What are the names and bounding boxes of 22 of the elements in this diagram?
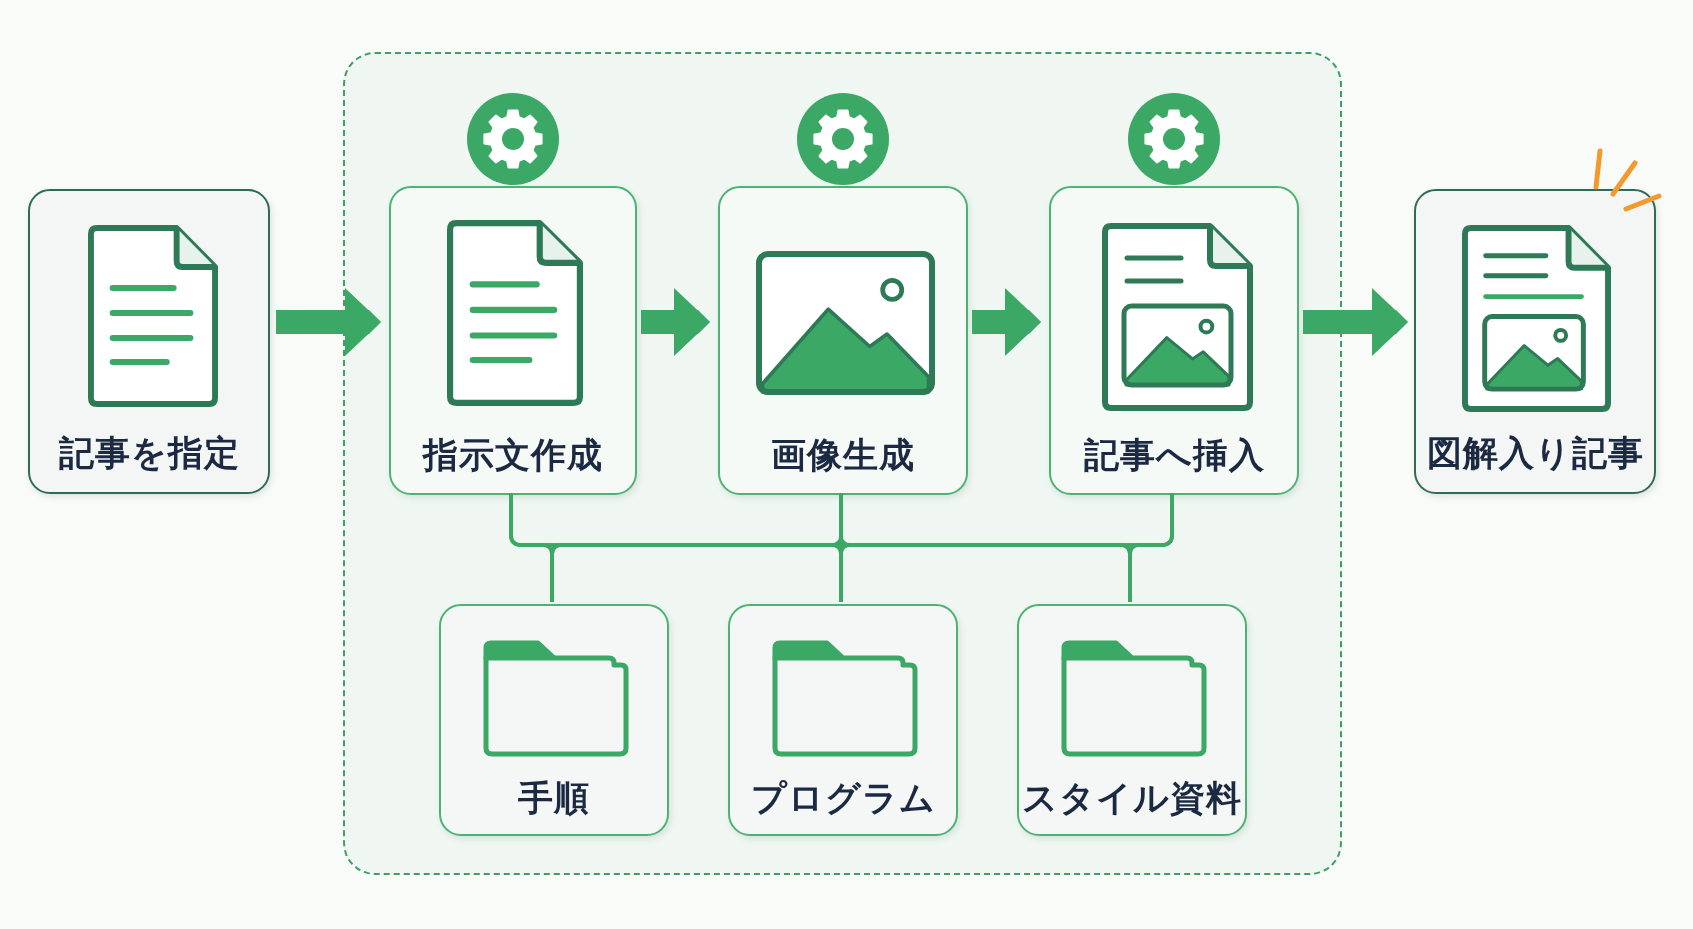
step-box (28, 189, 270, 494)
step-label: 記事を指定 (58, 433, 240, 473)
folder-box (1017, 604, 1247, 836)
block-arrow (641, 288, 710, 356)
step-label: 図解入り記事 (1426, 433, 1644, 473)
step-label: 手順 (518, 778, 590, 818)
step-label: 指示文作成 (423, 435, 603, 475)
step-label: プログラム (750, 778, 936, 818)
folder-box (439, 604, 669, 836)
step-label: 画像生成 (771, 435, 915, 475)
process-box (1049, 186, 1299, 495)
step-box (1414, 189, 1656, 494)
dashed-group-box (343, 52, 1342, 875)
step-label: スタイル資料 (1022, 778, 1242, 818)
block-arrow (276, 288, 381, 356)
connector-line (1128, 493, 1174, 602)
process-box (389, 186, 637, 495)
block-arrow (972, 288, 1041, 356)
step-label: 記事へ挿入 (1083, 435, 1265, 475)
folder-box (728, 604, 958, 836)
block-arrow (1303, 288, 1408, 356)
process-box (718, 186, 968, 495)
